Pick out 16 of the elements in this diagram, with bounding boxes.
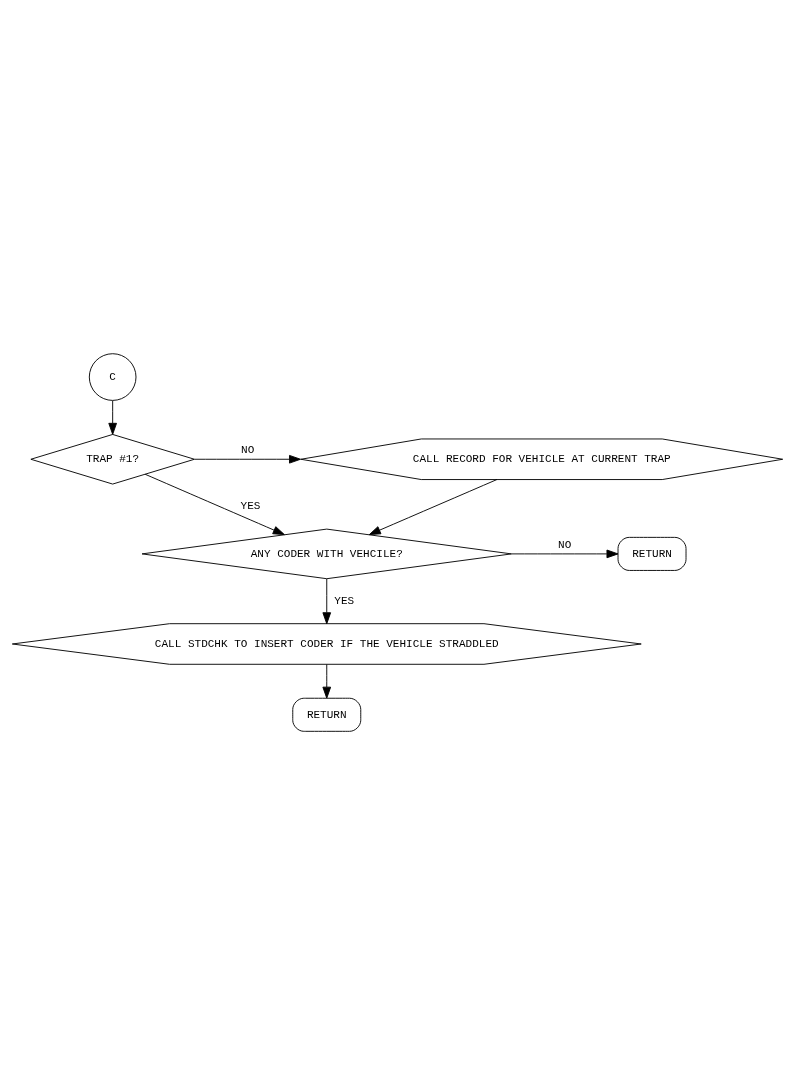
arrow — [322, 577, 332, 624]
arrow — [368, 478, 498, 535]
edge-label: YES — [240, 499, 261, 512]
arrow — [322, 663, 332, 699]
arrow — [144, 473, 285, 535]
arrow — [108, 399, 117, 435]
node-box: RETURN — [292, 697, 362, 732]
edge-label: NO — [558, 538, 572, 551]
node-diamond: ANY CODER WITH VEHCILE? — [141, 528, 512, 579]
node-circle: C — [88, 352, 137, 401]
node-diamond: TRAP #1? — [30, 433, 195, 485]
arrow — [194, 454, 301, 464]
edge-label: NO — [241, 443, 255, 456]
node-box: RETURN — [617, 536, 687, 571]
edge-label: YES — [334, 594, 355, 607]
arrow — [511, 549, 619, 558]
